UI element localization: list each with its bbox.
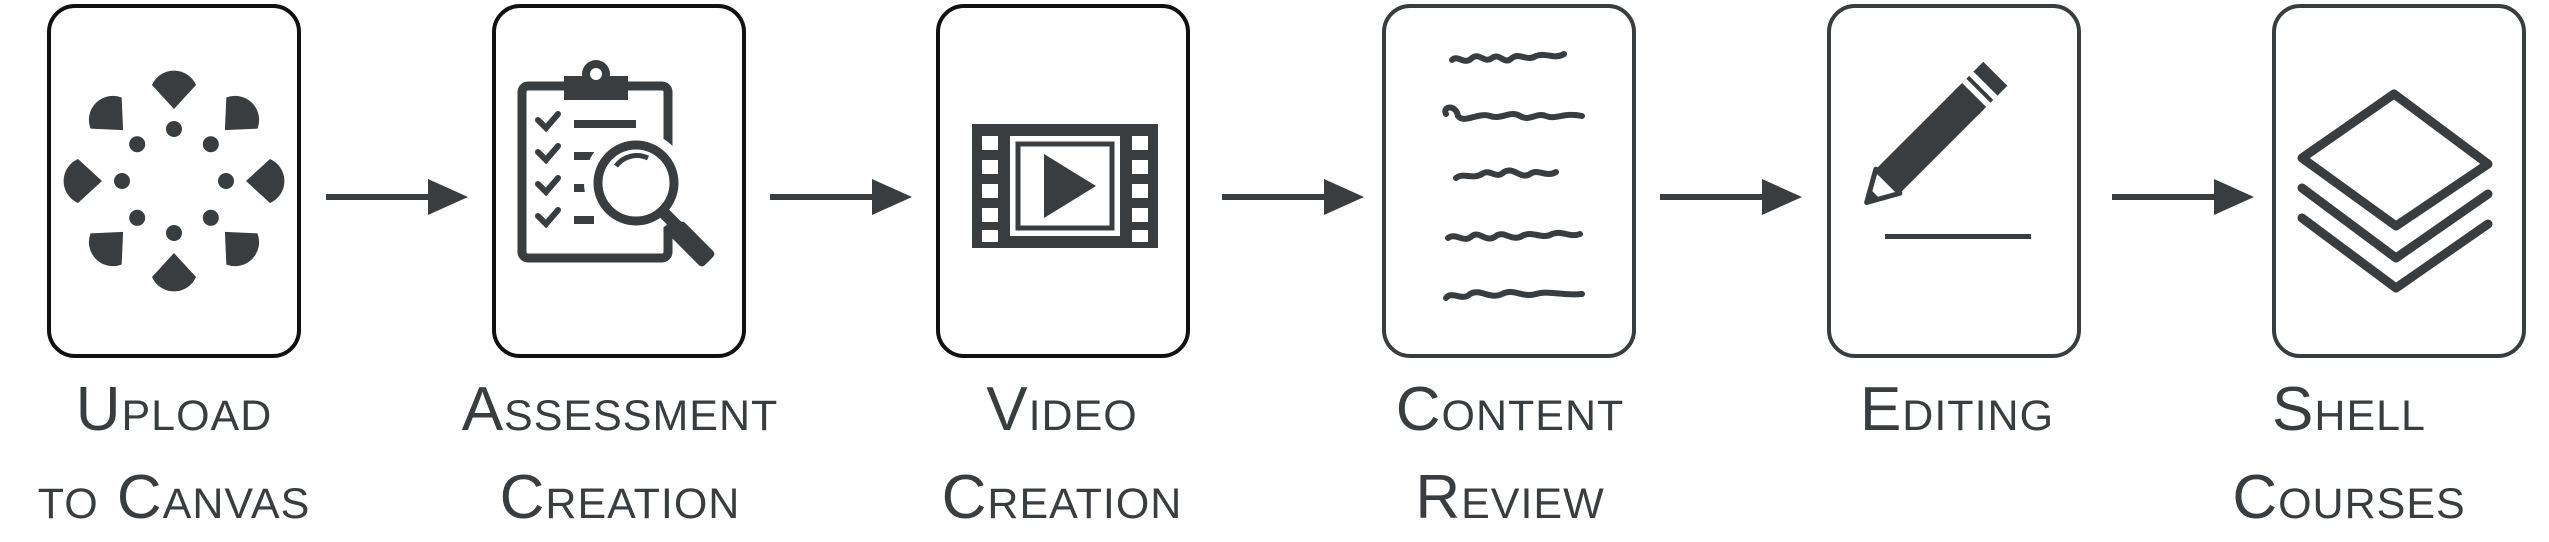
stacked-layers-icon <box>2297 89 2493 293</box>
label-content-review: Content Review <box>1310 366 1710 542</box>
step-shell-box <box>2272 4 2526 358</box>
arrow-2 <box>770 179 912 215</box>
label-content-review-line1: Content <box>1395 375 1625 444</box>
step-editing-box <box>1827 4 2081 358</box>
label-editing-line1: Editing <box>1859 375 2055 444</box>
label-upload: Upload to Canvas <box>0 366 374 542</box>
label-upload-line1: Upload <box>75 375 273 444</box>
label-shell-line1: Shell <box>2272 375 2426 444</box>
canvas-logo-icon <box>63 70 285 292</box>
arrow-5 <box>2112 179 2254 215</box>
label-shell-line2: Courses <box>2232 463 2466 532</box>
arrow-4 <box>1660 179 1802 215</box>
label-upload-line2: to Canvas <box>37 463 311 532</box>
label-content-review-line2: Review <box>1415 463 1605 532</box>
label-assessment-line1: Assessment <box>461 375 779 444</box>
clipboard-magnifier-icon <box>517 60 715 267</box>
step-content-review-box <box>1382 4 1636 358</box>
label-shell: Shell Courses <box>2149 366 2549 542</box>
step-video-box <box>936 4 1190 358</box>
arrow-1 <box>326 179 468 215</box>
label-assessment: Assessment Creation <box>420 366 820 542</box>
step-assessment-box <box>492 4 746 358</box>
handwritten-page-icon <box>1442 51 1585 301</box>
label-video-line2: Creation <box>941 463 1183 532</box>
label-assessment-line2: Creation <box>499 463 741 532</box>
label-video-line1: Video <box>986 375 1138 444</box>
step-upload-box <box>47 4 301 358</box>
pencil-icon <box>1864 61 2031 239</box>
arrow-3 <box>1222 179 1364 215</box>
video-film-icon <box>972 124 1158 248</box>
label-video: Video Creation <box>862 366 1262 542</box>
label-editing: Editing <box>1757 366 2157 454</box>
